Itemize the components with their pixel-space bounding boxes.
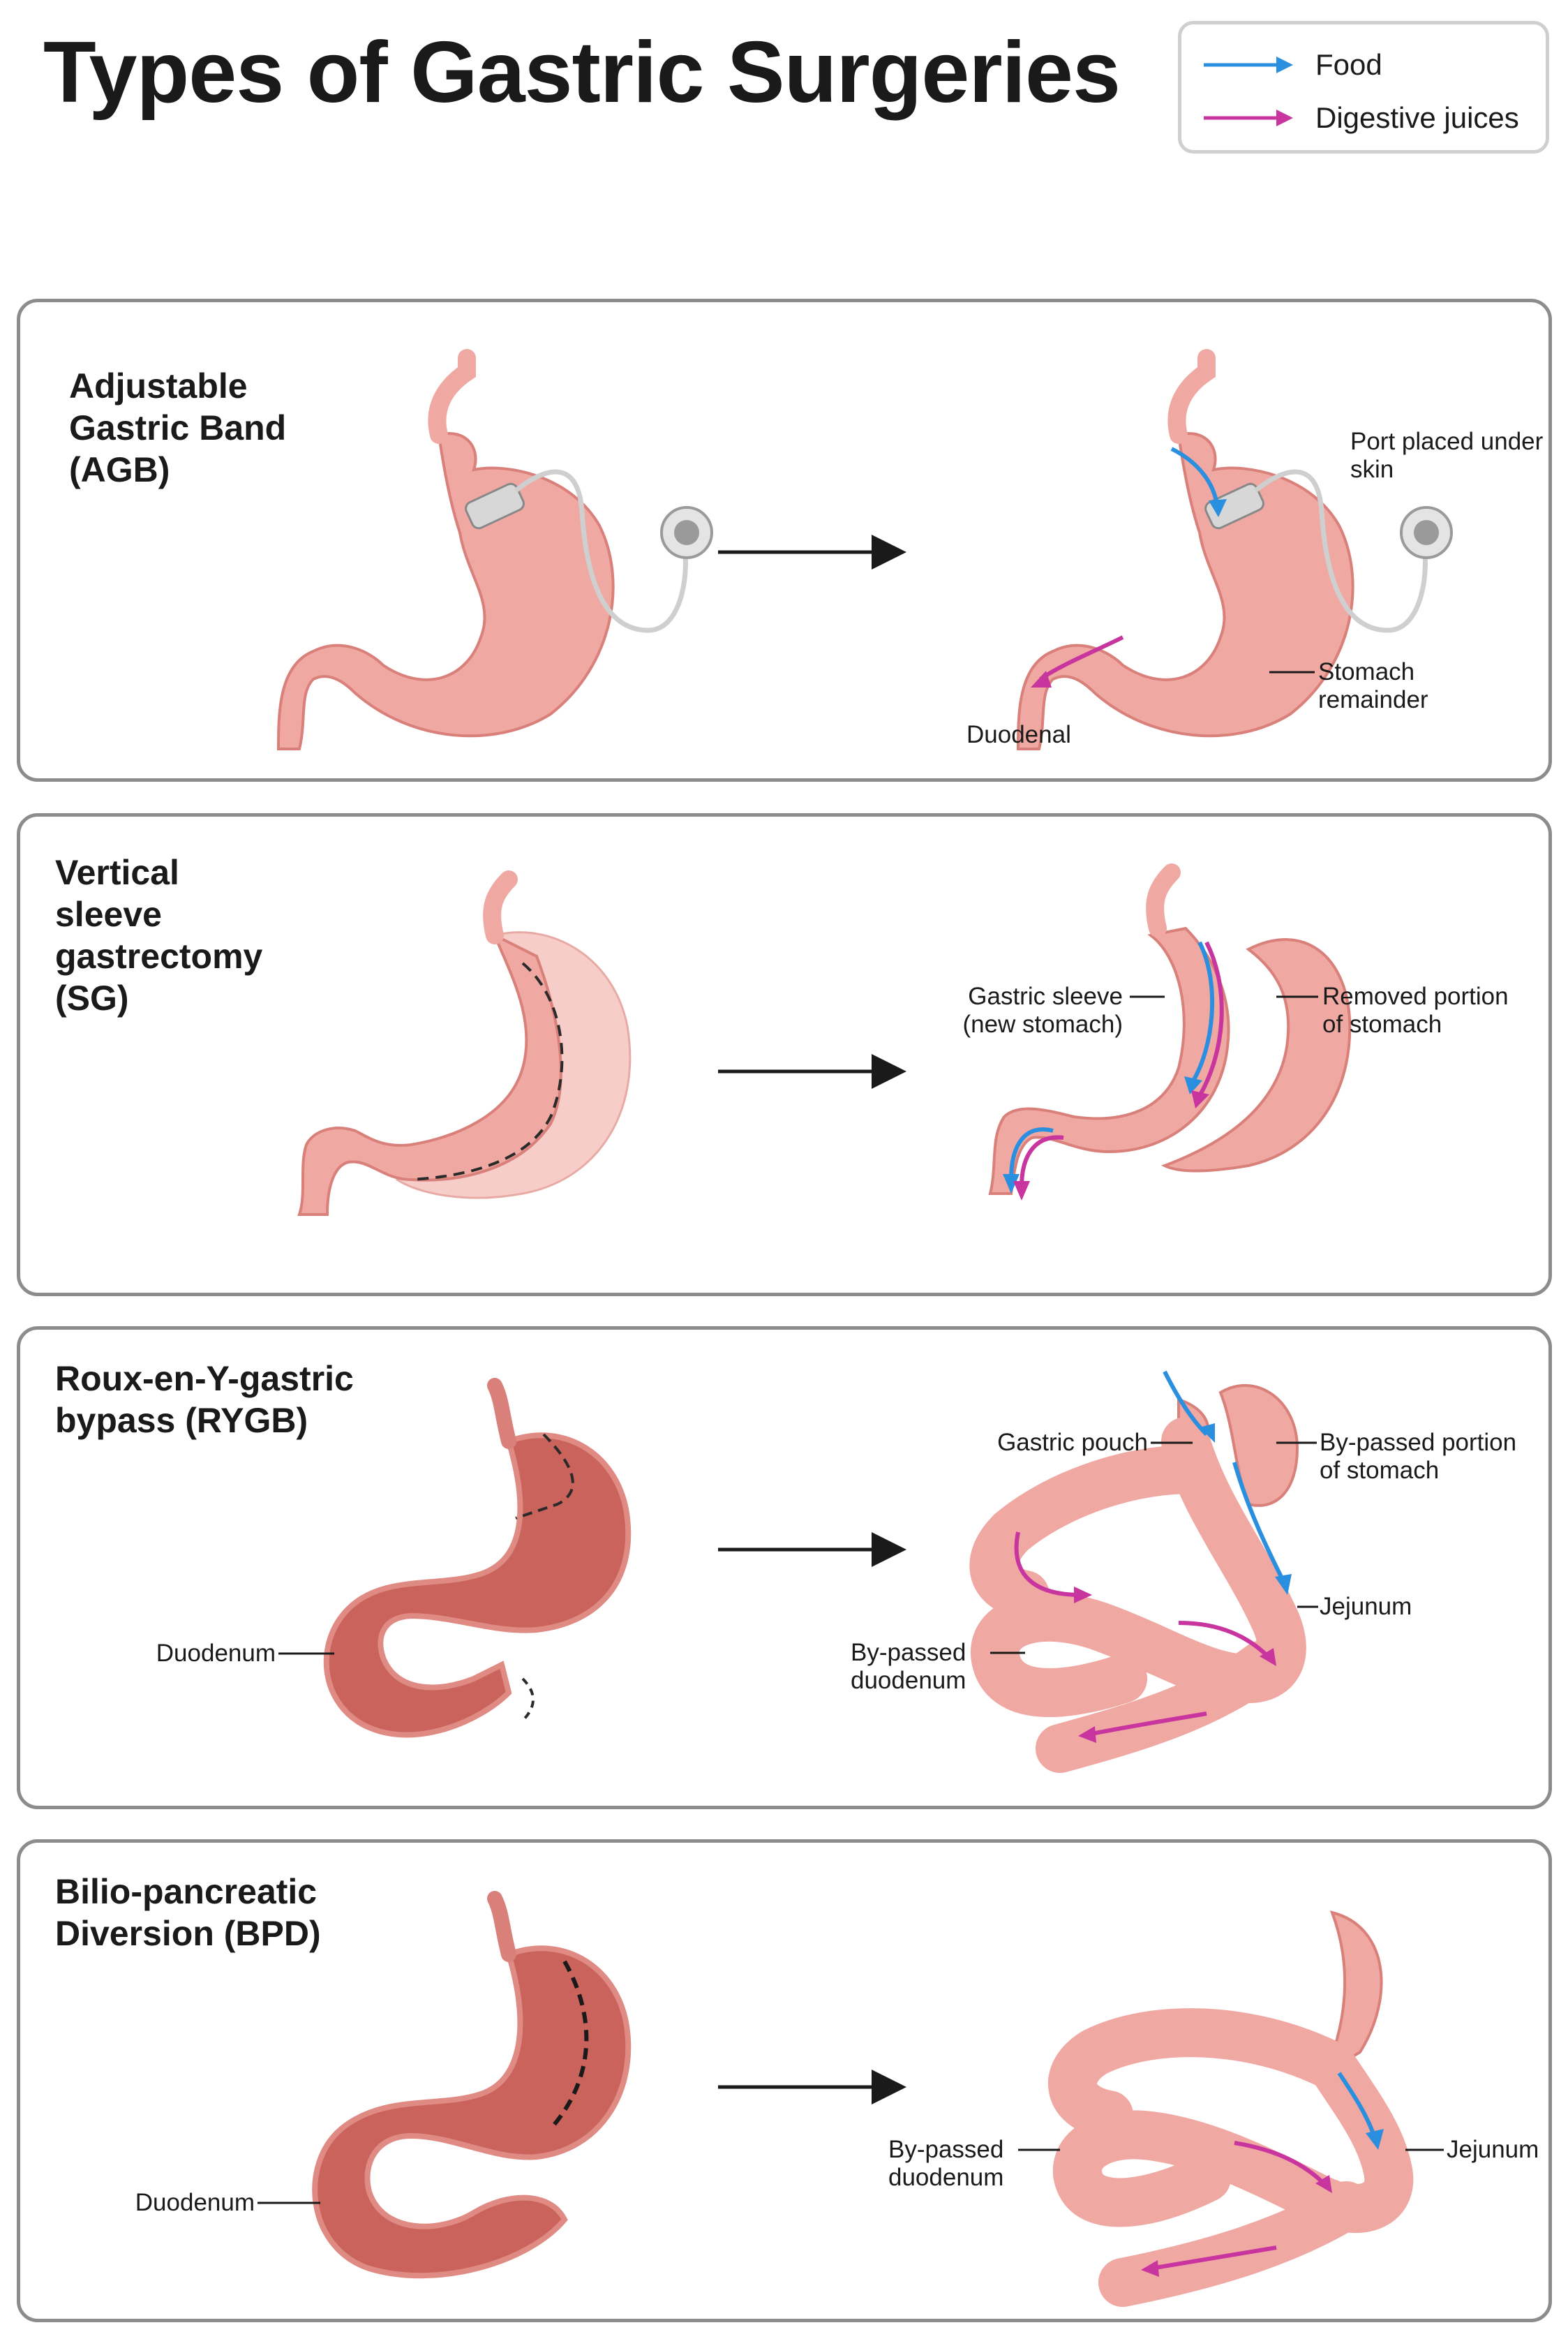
panel-sg-title: Vertical sleeve gastrectomy (SG) — [55, 853, 263, 1018]
food-arrow-icon — [1204, 57, 1293, 73]
duodenal-label: Duodenal — [966, 721, 1071, 748]
legend-juices-label: Digestive juices — [1315, 101, 1519, 134]
bypassed-stomach-label: By-passed portion of stomach — [1320, 1429, 1517, 1484]
stomach-anatomy-icon — [312, 1891, 632, 2279]
bpd-anatomy-icon — [1048, 1910, 1414, 2307]
bypass-anatomy-icon — [969, 1370, 1306, 1773]
panel-bpd: Bilio-pancreatic Diversion (BPD) Duodenu… — [17, 1839, 1552, 2322]
legend-food-label: Food — [1315, 48, 1382, 81]
panel-bpd-title: Bilio-pancreatic Diversion (BPD) — [55, 1872, 321, 1953]
juice-arrow-icon — [1204, 110, 1293, 126]
stomach-before-icon — [276, 349, 713, 750]
stomach-before-icon — [297, 870, 632, 1216]
panel-rygb-title: Roux-en-Y-gastric bypass (RYGB) — [55, 1359, 354, 1440]
legend: Food Digestive juices — [1178, 21, 1549, 154]
panel-rygb: Roux-en-Y-gastric bypass (RYGB) Duodenum… — [17, 1326, 1552, 1809]
rygb-illustration — [278, 1370, 1318, 1773]
duodenum-label: Duodenum — [135, 2189, 255, 2216]
sleeve-label: Gastric sleeve (new stomach) — [962, 983, 1123, 1038]
bypassed-duodenum-label: By-passed duodenum — [851, 1639, 966, 1694]
stomach-remainder-label: Stomach remainder — [1318, 658, 1428, 713]
stomach-after-icon — [1016, 349, 1453, 750]
panel-agb: Adjustable Gastric Band (AGB) Port place… — [17, 299, 1552, 782]
jejunum-label: Jejunum — [1320, 1593, 1412, 1620]
bypassed-duodenum-label: By-passed duodenum — [888, 2136, 1004, 2191]
port-label: Port placed under skin — [1350, 428, 1544, 483]
agb-illustration — [276, 349, 1453, 750]
duodenum-label: Duodenum — [156, 1640, 276, 1667]
removed-portion-label: Removed portion of stomach — [1322, 983, 1509, 1038]
panel-sg: Vertical sleeve gastrectomy (SG) Gastric… — [17, 813, 1552, 1296]
sg-illustration — [297, 863, 1352, 1216]
legend-food: Food — [1204, 44, 1382, 86]
stomach-anatomy-icon — [323, 1378, 632, 1738]
page-title: Types of Gastric Surgeries — [43, 24, 1121, 121]
panel-agb-title: Adjustable Gastric Band (AGB) — [69, 366, 287, 489]
legend-juices: Digestive juices — [1204, 97, 1519, 139]
bpd-illustration — [257, 1891, 1444, 2307]
gastric-pouch-label: Gastric pouch — [997, 1429, 1148, 1456]
jejunum-label: Jejunum — [1447, 2136, 1539, 2163]
